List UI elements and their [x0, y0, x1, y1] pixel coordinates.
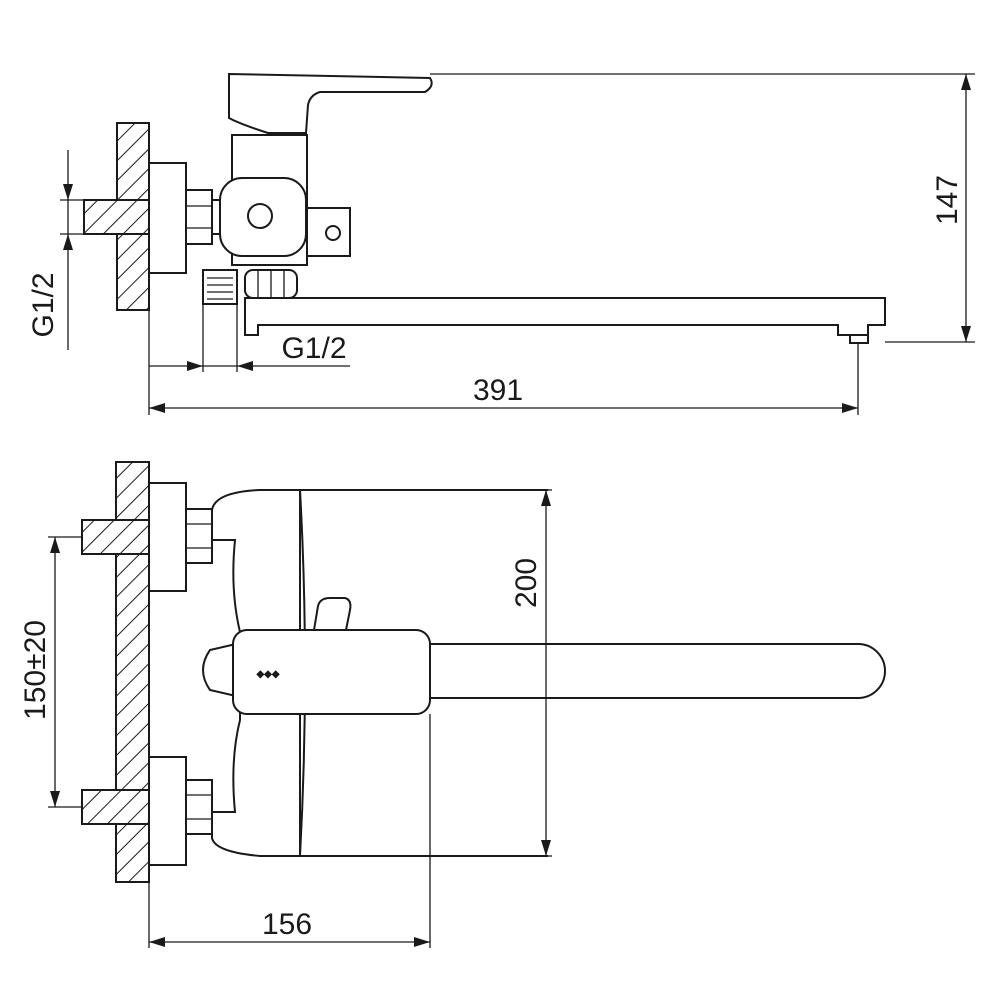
shower-outlet-thread — [202, 269, 238, 305]
brand-logo: ◆◆◆ — [255, 669, 279, 680]
dim-length-391: 391 — [473, 374, 523, 407]
lever-handle — [228, 72, 433, 134]
dim-thread-bottom: G1/2 — [281, 332, 346, 365]
dim-thread-left: G1/2 — [27, 272, 60, 337]
spout — [244, 297, 886, 336]
diverter-housing — [219, 177, 307, 257]
nut-top — [185, 508, 213, 564]
inlet-pipe-bottom — [81, 789, 150, 825]
front-view-dimensions: 200 150±20 156 — [19, 489, 552, 948]
nut-bottom — [185, 779, 213, 835]
dim-height-147: 147 — [931, 175, 964, 225]
dim-depth-156: 156 — [262, 908, 312, 941]
eccentric-nut — [185, 189, 213, 245]
handle-lever — [429, 643, 886, 699]
dim-spacing: 150±20 — [19, 620, 52, 720]
diverter-tab — [306, 207, 351, 257]
diverter-knob — [247, 203, 273, 229]
inlet-pipe-top — [81, 519, 150, 555]
inlet-pipe-section — [83, 199, 151, 235]
side-knob — [202, 642, 237, 698]
escutcheon — [148, 162, 187, 274]
diverter-lever — [312, 597, 352, 631]
escutcheon-top — [148, 482, 187, 592]
aerator — [849, 334, 869, 344]
side-view-dimensions: 147 G1/2 G1/2 391 — [27, 73, 975, 415]
front-view: ◆◆◆ — [81, 461, 886, 883]
side-view — [83, 72, 886, 344]
escutcheon-bottom — [148, 756, 187, 866]
dim-height-200: 200 — [510, 558, 543, 608]
